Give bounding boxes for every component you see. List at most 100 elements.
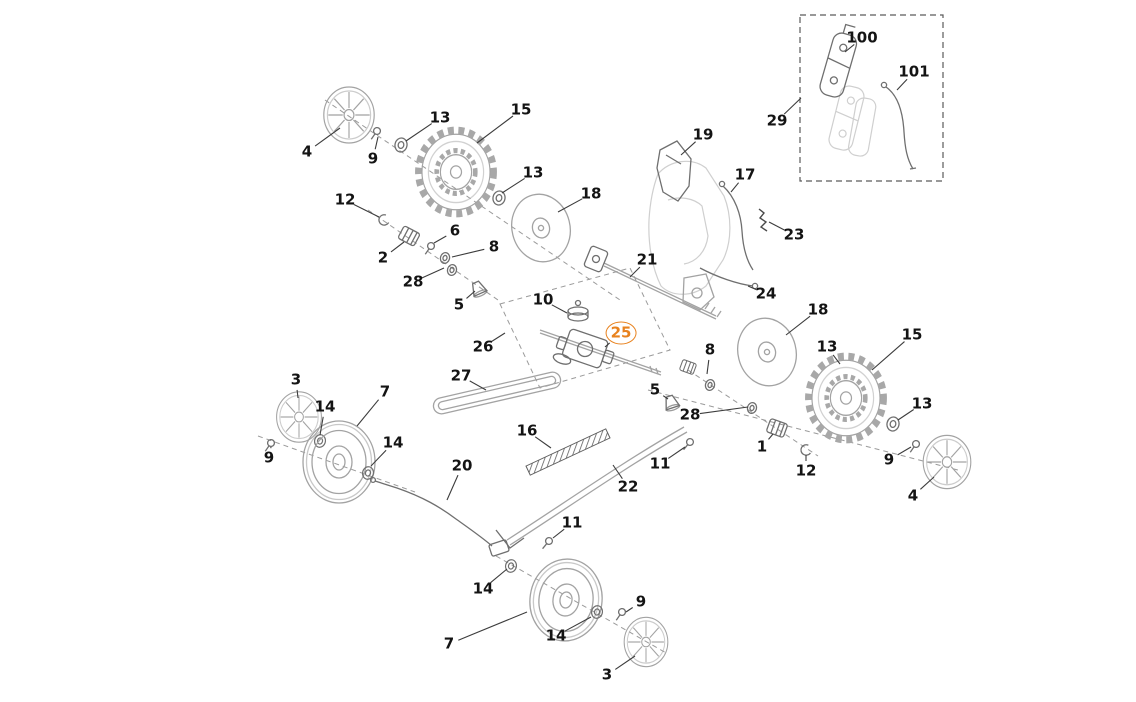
part-label-4[interactable]: 4 [907,486,919,505]
part-label-14[interactable]: 14 [472,579,494,598]
leader-line-5 [466,290,476,299]
assembly-axis-lines [257,99,959,655]
part-label-14[interactable]: 14 [314,397,336,416]
leader-lines-layer [270,43,935,670]
leader-line-8 [706,359,710,375]
part-label-9[interactable]: 9 [635,592,647,611]
lever-part-100-drawing [819,23,858,98]
part-label-10[interactable]: 10 [532,290,554,309]
leader-line-20 [446,474,459,501]
part-label-18[interactable]: 18 [580,184,602,203]
part-label-101[interactable]: 101 [898,62,930,81]
part-label-9[interactable]: 9 [367,149,379,168]
part-label-6[interactable]: 6 [449,221,461,240]
part-label-12[interactable]: 12 [334,190,356,209]
strip-part-16-drawing [525,428,611,476]
leader-line-3 [614,655,636,670]
part-label-17[interactable]: 17 [734,165,756,184]
part-label-19[interactable]: 19 [692,125,714,144]
leader-line-26 [491,332,506,343]
part-label-11[interactable]: 11 [649,454,671,473]
part-label-20[interactable]: 20 [451,456,473,475]
leader-line-14 [370,449,387,467]
leader-line-15 [476,115,514,144]
part-label-29[interactable]: 29 [766,111,788,130]
gearbox-part-25-drawing [555,328,615,369]
part-label-26[interactable]: 26 [472,337,494,356]
part-label-18[interactable]: 18 [807,300,829,319]
part-label-7[interactable]: 7 [443,634,455,653]
leader-line-11 [667,446,686,459]
part-label-16[interactable]: 16 [516,421,538,440]
leader-line-8 [451,248,485,258]
leader-line-12 [353,204,380,218]
leader-line-22 [612,464,623,480]
part-label-14[interactable]: 14 [545,626,567,645]
part-label-8[interactable]: 8 [704,340,716,359]
leader-line-6 [433,235,447,244]
part-label-21[interactable]: 21 [636,250,658,269]
leader-line-23 [768,221,786,231]
part-label-15[interactable]: 15 [510,100,532,119]
leader-line-25 [604,342,611,348]
part-label-5[interactable]: 5 [649,380,661,399]
part-label-28[interactable]: 28 [679,405,701,424]
rod-part-101-drawing [885,86,914,170]
part-label-25[interactable]: 25 [605,321,637,345]
part-label-3[interactable]: 3 [601,665,613,684]
leader-line-7 [458,611,528,641]
kit-box-part-29-drawing [799,14,944,182]
part-label-9[interactable]: 9 [263,448,275,467]
handle-tube-part-22-drawing [495,426,696,552]
part-label-23[interactable]: 23 [783,225,805,244]
part-label-13[interactable]: 13 [522,163,544,182]
leader-line-18 [557,198,583,213]
part-label-1[interactable]: 1 [756,437,768,456]
part-label-27[interactable]: 27 [450,366,472,385]
leader-line-14 [490,568,508,584]
part-label-100[interactable]: 100 [846,28,878,47]
leader-line-28 [699,406,749,415]
leader-line-14 [319,416,324,436]
leader-line-27 [469,380,487,391]
part-label-24[interactable]: 24 [755,284,777,303]
bracket-part-19-drawing [656,140,692,202]
leader-line-14 [564,616,592,632]
part-label-5[interactable]: 5 [453,295,465,314]
spring-part-23-drawing [758,208,768,232]
leader-line-1 [768,433,774,440]
leader-line-9 [897,446,912,456]
part-label-11[interactable]: 11 [561,513,583,532]
part-label-15[interactable]: 15 [901,325,923,344]
leader-line-101 [896,78,908,91]
part-label-22[interactable]: 22 [617,477,639,496]
part-label-13[interactable]: 13 [816,337,838,356]
part-label-28[interactable]: 28 [402,272,424,291]
leader-line-9 [374,136,379,150]
leader-line-29 [783,97,802,115]
leader-line-10 [551,304,568,314]
leader-line-28 [421,267,445,279]
rod-part-24-drawing [699,267,754,287]
drive-belt-part-27-drawing [432,371,562,415]
part-label-13[interactable]: 13 [429,108,451,127]
part-label-14[interactable]: 14 [382,433,404,452]
part-label-13[interactable]: 13 [911,394,933,413]
assembly-box-part-26-drawing [499,267,671,389]
leader-line-11 [552,528,565,539]
part-label-3[interactable]: 3 [290,370,302,389]
leader-line-13 [897,409,915,421]
leader-line-13 [501,177,525,194]
part-label-2[interactable]: 2 [377,248,389,267]
leader-line-16 [534,436,552,449]
axle-part-21-drawing [583,245,722,320]
leader-line-4 [314,127,341,147]
part-label-9[interactable]: 9 [883,450,895,469]
part-label-12[interactable]: 12 [795,461,817,480]
part-label-7[interactable]: 7 [379,382,391,401]
leader-line-13 [405,123,433,142]
part-label-4[interactable]: 4 [301,142,313,161]
chassis-and-linkage [648,140,768,295]
part-label-8[interactable]: 8 [488,237,500,256]
